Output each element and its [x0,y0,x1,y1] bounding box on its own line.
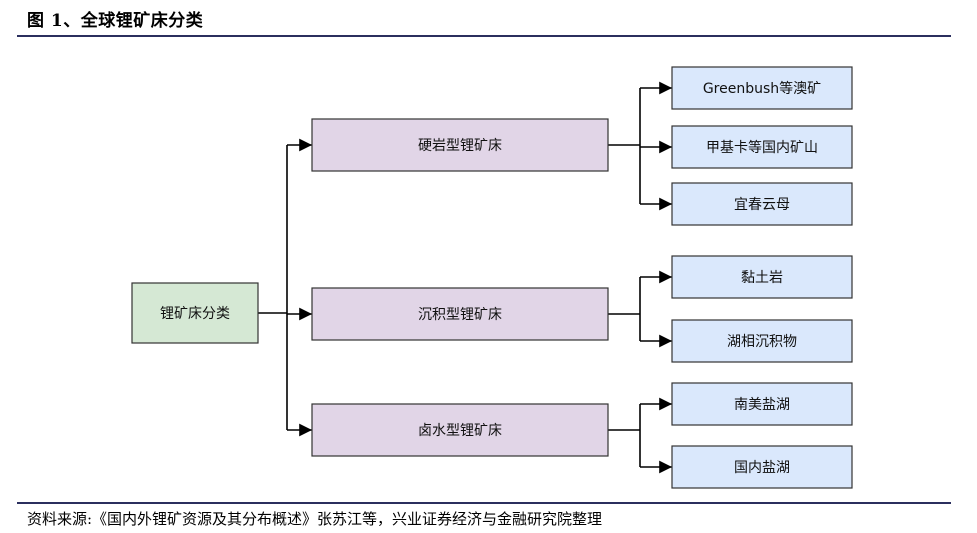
subtype-node-2-1-box [671,255,853,299]
category-node-1-label: 硬岩型锂矿床 [418,138,502,154]
subtype-node-2-2: 湖相沉积物 [671,319,853,363]
subtype-node-2-1: 黏土岩 [671,255,853,299]
diagram-nodes: 锂矿床分类 硬岩型锂矿床 Greenbush等澳矿甲基卡等国内矿山宜春云母沉积型锂矿… [131,66,853,489]
subtype-node-1-2-box [671,125,853,169]
subtype-node-1-2-label: 甲基卡等国内矿山 [706,139,818,156]
subtype-node-3-2-label: 国内盐湖 [734,460,790,476]
subtype-node-3-2: 国内盐湖 [671,445,853,489]
subtype-node-2-1-label: 黏土岩 [741,270,783,286]
connector-lines [258,81,672,474]
bottom-rule [17,502,951,504]
category-node-1-box [311,118,609,172]
root-node: 锂矿床分类 [131,282,259,344]
top-rule [17,35,951,37]
subtype-node-1-1-label: Greenbush等澳矿 [703,80,821,97]
root-node-label: 锂矿床分类 [160,306,230,322]
subtype-node-1-3-box [671,182,853,226]
subtype-node-1-1-box [671,66,853,110]
category-node-1: 硬岩型锂矿床 [311,118,609,172]
subtype-node-1-1: Greenbush等澳矿 [671,66,853,110]
category-node-3-box [311,403,609,457]
subtype-node-1-3: 宜春云母 [671,182,853,226]
category-node-3-label: 卤水型锂矿床 [418,423,502,439]
category-node-2-label: 沉积型锂矿床 [418,307,502,323]
subtype-node-2-2-label: 湖相沉积物 [727,334,797,350]
source-note: 资料来源:《国内外锂矿资源及其分布概述》张苏江等，兴业证券经济与金融研究院整理 [27,510,603,528]
subtype-node-1-2: 甲基卡等国内矿山 [671,125,853,169]
category-node-2: 沉积型锂矿床 [311,287,609,341]
subtype-node-3-1: 南美盐湖 [671,382,853,426]
root-node-box [131,282,259,344]
subtype-node-1-3-label: 宜春云母 [734,197,790,213]
subtype-node-2-2-box [671,319,853,363]
subtype-node-3-1-box [671,382,853,426]
category-node-3: 卤水型锂矿床 [311,403,609,457]
category-node-2-box [311,287,609,341]
figure-title: 图 1、全球锂矿床分类 [27,11,204,31]
subtype-node-3-2-box [671,445,853,489]
subtype-node-3-1-label: 南美盐湖 [734,397,790,413]
